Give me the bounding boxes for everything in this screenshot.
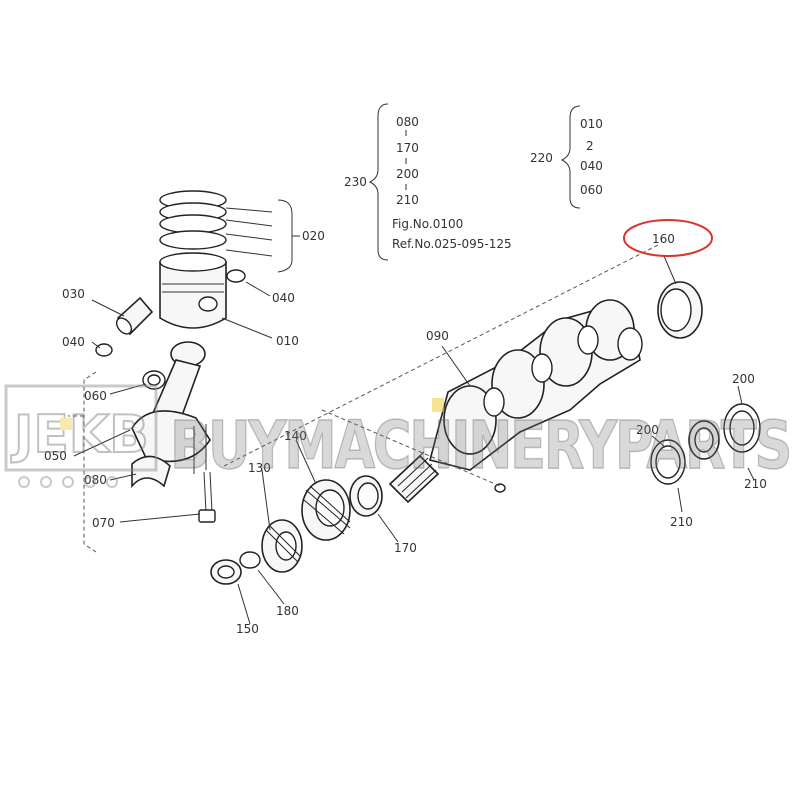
- callout-040-lower: 040: [62, 335, 85, 349]
- callout-labels: 010 020 030 040 040 050 060 070 080 090 …: [44, 229, 767, 636]
- watermark: JEKB BUYMACHINERYPARTS: [4, 384, 794, 488]
- callout-210-lower: 210: [670, 515, 693, 529]
- right-leaders: [441, 345, 755, 513]
- ring-leaders: [225, 199, 300, 273]
- lower-leaders: [237, 439, 399, 625]
- svg-text:JEKB: JEKB: [11, 405, 149, 465]
- group-220-label: 220: [530, 151, 553, 165]
- group-230-item-3: 210: [396, 193, 419, 207]
- callout-150: 150: [236, 622, 259, 636]
- piston: [159, 252, 227, 329]
- group-230: 230 080 170 200 210 Fig.No.0100 Ref.No.0…: [344, 115, 512, 251]
- gear-130: [261, 519, 303, 573]
- bearing-right: [688, 420, 720, 460]
- group-230-item-1: 170: [396, 141, 419, 155]
- callout-200-left: 200: [636, 423, 659, 437]
- thrust-washer-200-right: [723, 403, 761, 453]
- bearing-160: [657, 281, 703, 339]
- callout-210-right: 210: [744, 477, 767, 491]
- assembly-axis-upper: [223, 243, 661, 467]
- bushing-060: [142, 370, 166, 390]
- watermark-logo: JEKB: [4, 384, 158, 488]
- bracket-220: [560, 105, 581, 209]
- group-220-item-0: 010: [580, 117, 603, 131]
- piston-rings: [159, 190, 227, 250]
- piston-pin: [115, 296, 154, 336]
- crankshaft: [388, 299, 643, 504]
- group-230-item-2: 200: [396, 167, 419, 181]
- callout-070: 070: [92, 516, 115, 530]
- callout-020: 020: [302, 229, 325, 243]
- group-220-item-3: 060: [580, 183, 603, 197]
- callout-140: 140: [284, 429, 307, 443]
- bearing-080: [131, 455, 171, 489]
- ring-180: [239, 551, 261, 569]
- group-230-label: 230: [344, 175, 367, 189]
- callout-130: 130: [248, 461, 271, 475]
- watermark-text: BUYMACHINERYPARTS: [170, 407, 790, 484]
- group-bracket-left: [83, 371, 97, 553]
- left-leaders: [73, 281, 273, 523]
- assembly-axis-lower: [321, 409, 501, 487]
- callout-050: 050: [44, 449, 67, 463]
- callout-170: 170: [394, 541, 417, 555]
- connecting-rod: [131, 341, 211, 474]
- callout-060: 060: [84, 389, 107, 403]
- callout-160: 160: [652, 232, 675, 246]
- callout-030: 030: [62, 287, 85, 301]
- group-230-item-0: 080: [396, 115, 419, 129]
- callout-180: 180: [276, 604, 299, 618]
- callout-200-right: 200: [732, 372, 755, 386]
- bearing-170: [349, 475, 383, 517]
- gear-120: [301, 479, 351, 541]
- bracket-230: [368, 103, 407, 261]
- ring-150: [210, 559, 242, 585]
- snap-ring-040-lower: [95, 343, 113, 357]
- group-230-fig: Fig.No.0100: [392, 217, 463, 231]
- group-220-item-1: 2: [586, 139, 594, 153]
- callout-080: 080: [84, 473, 107, 487]
- group-220-item-2: 040: [580, 159, 603, 173]
- group-230-ref: Ref.No.025-095-125: [392, 237, 512, 251]
- callout-090: 090: [426, 329, 449, 343]
- key-bolt: [494, 483, 506, 493]
- group-220: 220 010 2 040 060: [530, 117, 603, 197]
- callout-010: 010: [276, 334, 299, 348]
- rod-bolt: [198, 471, 216, 523]
- highlight-ring: [623, 219, 713, 257]
- snap-ring-040-upper: [226, 269, 246, 283]
- callout-040-upper: 040: [272, 291, 295, 305]
- thrust-washer-200-left: [650, 439, 686, 485]
